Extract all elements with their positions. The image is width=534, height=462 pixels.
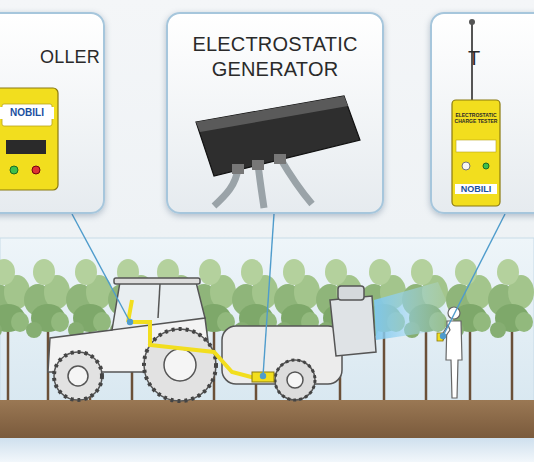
generator-callout-card: ELECTROSTATIC GENERATOR xyxy=(166,12,384,214)
callout-title: ELECTROSTATIC GENERATOR xyxy=(177,32,373,82)
brand-logo: NOBILI xyxy=(0,107,54,119)
brand-logo: NOBILI xyxy=(455,184,497,194)
callout-title: OLLER xyxy=(40,46,100,69)
callout-title: T xyxy=(468,46,508,71)
device-name: ELECTROSTATIC CHARGE TESTER xyxy=(454,113,498,125)
